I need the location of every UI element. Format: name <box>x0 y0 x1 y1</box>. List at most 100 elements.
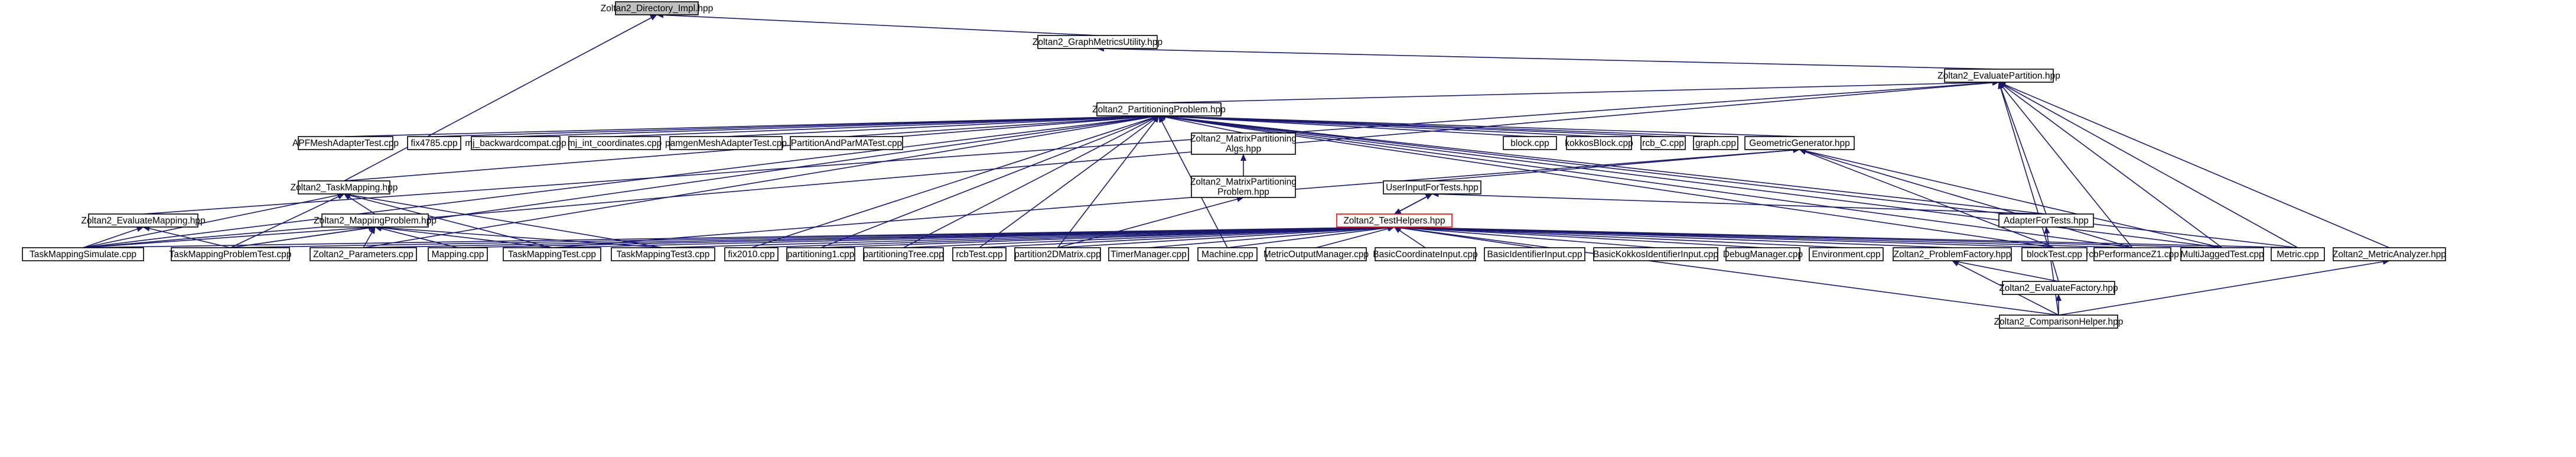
node-block-cpp[interactable]: block.cpp <box>1503 136 1557 150</box>
node-rcbtest-cpp[interactable]: rcbTest.cpp <box>952 247 1007 261</box>
node-zoltan2-metricanalyzer-hpp[interactable]: Zoltan2_MetricAnalyzer.hpp <box>2333 247 2446 261</box>
edge-pap-to-pp <box>846 113 1160 137</box>
node-box <box>2180 247 2264 261</box>
edge-tmpt-to-em <box>142 225 231 248</box>
node-box <box>298 136 393 150</box>
node-box <box>407 136 461 150</box>
node-box <box>1375 247 1476 261</box>
node-box <box>1999 315 2118 329</box>
node-zoltan2-graphmetricsutility-hpp[interactable]: Zoltan2_GraphMetricsUtility.hpp <box>1033 35 1162 49</box>
node-metric-cpp[interactable]: Metric.cpp <box>2271 247 2325 261</box>
node-kokkosblock-cpp[interactable]: kokkosBlock.cpp <box>1565 136 1633 150</box>
node-mapping-cpp[interactable]: Mapping.cpp <box>428 247 488 261</box>
node-box <box>1191 176 1296 198</box>
node-multijaggedtest-cpp[interactable]: MultiJaggedTest.cpp <box>2180 247 2264 261</box>
node-mj-int-coordinates-cpp[interactable]: mj_int_coordinates.cpp <box>568 136 662 150</box>
node-label: fix2010.cpp <box>728 249 774 260</box>
node-box <box>1640 136 1686 150</box>
node-userinputfortests-hpp[interactable]: UserInputForTests.hpp <box>1383 180 1481 195</box>
node-pamgenmeshadaptertest-cpp[interactable]: pamgenMeshAdapterTest.cpp <box>665 136 787 150</box>
node-metricoutputmanager-cpp[interactable]: MetricOutputManager.cpp <box>1263 247 1369 261</box>
edge-met-to-th <box>1393 224 2298 248</box>
node-label: Algs.hpp <box>1226 144 1261 154</box>
edge-f2010-to-pp <box>751 115 1160 248</box>
node-label: UserInputForTests.hpp <box>1386 183 1478 193</box>
node-box <box>1484 247 1585 261</box>
edge-tms-to-mp <box>83 224 376 248</box>
node-timermanager-cpp[interactable]: TimerManager.cpp <box>1108 247 1189 261</box>
node-debugmanager-cpp[interactable]: DebugManager.cpp <box>1723 247 1803 261</box>
node-zoltan2-evaluatemapping-hpp[interactable]: Zoltan2_EvaluateMapping.hpp <box>81 213 206 228</box>
node-taskmappingtest-cpp[interactable]: TaskMappingTest.cpp <box>503 247 601 261</box>
node-graph-cpp[interactable]: graph.cpp <box>1693 136 1738 150</box>
node-box <box>1265 247 1367 261</box>
node-apfmeshadaptertest-cpp[interactable]: APFMeshAdapterTest.cpp <box>292 136 399 150</box>
node-label: TaskMappingProblemTest.cpp <box>170 249 292 260</box>
node-zoltan2-parameters-cpp[interactable]: Zoltan2_Parameters.cpp <box>310 247 417 261</box>
node-fix2010-cpp[interactable]: fix2010.cpp <box>724 247 779 261</box>
node-label: MetricOutputManager.cpp <box>1263 249 1369 260</box>
node-zoltan2-problemfactory-hpp[interactable]: Zoltan2_ProblemFactory.hpp <box>1893 247 2012 261</box>
node-machine-cpp[interactable]: Machine.cpp <box>1197 247 1258 261</box>
node-mj-backwardcompat-cpp[interactable]: mj_backwardcompat.cpp <box>465 136 566 150</box>
edge-blk-to-pp <box>1158 113 1530 137</box>
edge-p1-to-pp <box>820 115 1160 248</box>
node-zoltan2-evaluatepartition-hpp[interactable]: Zoltan2_EvaluatePartition.hpp <box>1937 69 2060 83</box>
edge-p2d-to-th <box>1057 224 1395 248</box>
node-label: Zoltan2_Parameters.cpp <box>313 249 413 260</box>
node-label: BasicCoordinateInput.cpp <box>1373 249 1478 260</box>
node-environment-cpp[interactable]: Environment.cpp <box>1809 247 1884 261</box>
node-partitioningtree-cpp[interactable]: partitioningTree.cpp <box>863 247 944 261</box>
node-label: Zoltan2_EvaluateFactory.hpp <box>1999 283 2118 293</box>
node-taskmappingsimulate-cpp[interactable]: TaskMappingSimulate.cpp <box>22 247 144 261</box>
node-rcbperformancez1-cpp[interactable]: rcbPerformanceZ1.cpp <box>2086 247 2179 261</box>
node-label: Zoltan2_PartitioningProblem.hpp <box>1092 105 1226 115</box>
node-zoltan2-directory-impl-hpp[interactable]: Zoltan2_Directory_Impl.hpp <box>601 1 713 15</box>
node-basickokkosidentifierinput-cpp[interactable]: BasicKokkosIdentifierInput.cpp <box>1593 247 1718 261</box>
node-label: Zoltan2_MetricAnalyzer.hpp <box>2333 249 2446 260</box>
node-label: Zoltan2_ProblemFactory.hpp <box>1894 249 2011 260</box>
node-zoltan2-taskmapping-hpp[interactable]: Zoltan2_TaskMapping.hpp <box>291 180 398 195</box>
node-label: Zoltan2_MatrixPartitioning <box>1190 177 1297 187</box>
node-blocktest-cpp[interactable]: blockTest.cpp <box>2021 247 2087 261</box>
edge-mjb-to-pp <box>515 113 1160 137</box>
node-basicidentifierinput-cpp[interactable]: BasicIdentifierInput.cpp <box>1484 247 1585 261</box>
node-adapterfortests-hpp[interactable]: AdapterForTests.hpp <box>1998 213 2094 228</box>
node-zoltan2-comparisonhelper-hpp[interactable]: Zoltan2_ComparisonHelper.hpp <box>1994 315 2124 329</box>
node-label: BasicKokkosIdentifierInput.cpp <box>1593 249 1718 260</box>
node-label: mj_backwardcompat.cpp <box>465 138 566 148</box>
node-box <box>1191 132 1296 155</box>
node-fix4785-cpp[interactable]: fix4785.cpp <box>407 136 461 150</box>
node-box <box>1503 136 1557 150</box>
node-taskmappingproblemtest-cpp[interactable]: TaskMappingProblemTest.cpp <box>170 247 292 261</box>
node-zoltan2-mappingproblem-hpp[interactable]: Zoltan2_MappingProblem.hpp <box>314 213 437 228</box>
edge-uit-to-th <box>1393 193 1432 215</box>
node-label: blockTest.cpp <box>2027 249 2082 260</box>
node-partitionandparmatest-cpp[interactable]: PartitionAndParMATest.cpp <box>790 136 903 150</box>
node-basiccoordinateinput-cpp[interactable]: BasicCoordinateInput.cpp <box>1373 247 1478 261</box>
node-zoltan2-partitioningproblem-hpp[interactable]: Zoltan2_PartitioningProblem.hpp <box>1092 102 1226 116</box>
node-label: GeometricGenerator.hpp <box>1749 138 1850 148</box>
node-taskmappingtest3-cpp[interactable]: TaskMappingTest3.cpp <box>611 247 715 261</box>
node-zoltan2-testhelpers-hpp[interactable]: Zoltan2_TestHelpers.hpp <box>1336 213 1453 228</box>
node-partition2dmatrix-cpp[interactable]: partition2DMatrix.cpp <box>1014 247 1101 261</box>
node-partitioning1-cpp[interactable]: partitioning1.cpp <box>786 247 855 261</box>
node-zoltan2-evaluatefactory-hpp[interactable]: Zoltan2_EvaluateFactory.hpp <box>1999 281 2118 295</box>
node-box <box>22 247 144 261</box>
edge-mom-to-th <box>1315 225 1395 248</box>
node-label: graph.cpp <box>1695 138 1736 148</box>
node-label: TaskMappingTest.cpp <box>508 249 596 260</box>
edge-em-to-ep <box>143 79 1999 215</box>
node-rcb-c-cpp[interactable]: rcb_C.cpp <box>1640 136 1686 150</box>
node-geometricgenerator-hpp[interactable]: GeometricGenerator.hpp <box>1744 136 1855 150</box>
edge-tmt-to-tm <box>343 192 552 248</box>
node-label: Zoltan2_GraphMetricsUtility.hpp <box>1033 37 1162 47</box>
node-label: Zoltan2_Directory_Impl.hpp <box>601 4 713 14</box>
node-box <box>790 136 903 150</box>
edge-tmgr-to-th <box>1148 224 1395 248</box>
node-box <box>1693 136 1738 150</box>
node-label: BasicIdentifierInput.cpp <box>1487 249 1582 260</box>
